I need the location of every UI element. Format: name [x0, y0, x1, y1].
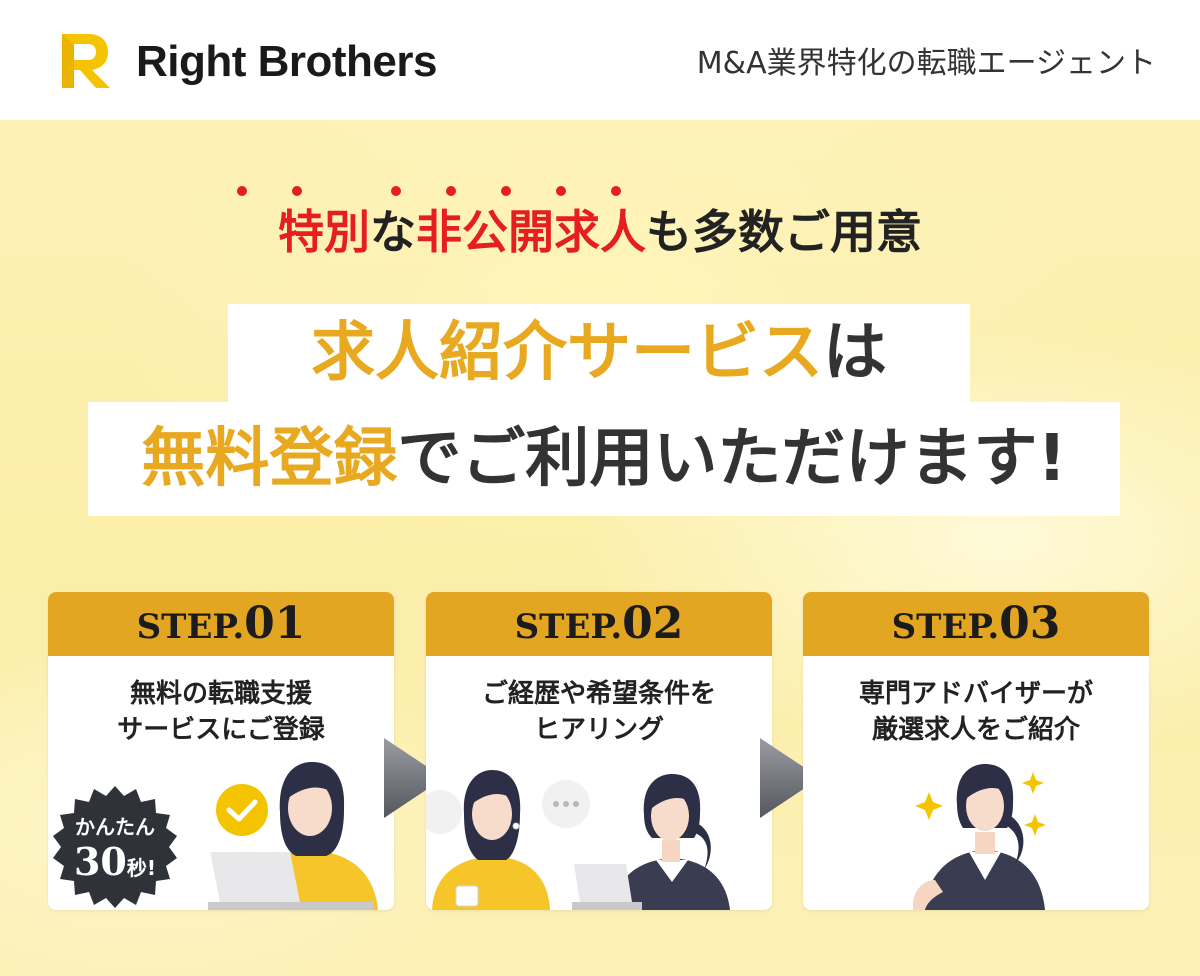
check-icon	[216, 784, 268, 836]
step-header: STEP.02	[426, 592, 772, 656]
emphasis-dot	[391, 186, 401, 196]
emphasis-dot	[446, 186, 456, 196]
step-card-02: STEP.02 ご経歴や希望条件を ヒアリング	[426, 592, 772, 910]
step-number: 03	[999, 598, 1061, 649]
service-suffix: は	[823, 316, 887, 390]
headline-part: 特別	[278, 205, 370, 259]
headline-free-registration-line: 無料登録でご利用いただけます!	[88, 402, 1120, 516]
free-registration-suffix: でご利用いただけます!	[397, 422, 1067, 496]
step-number: 02	[622, 598, 684, 649]
emphasis-dot	[556, 186, 566, 196]
interview-illustration	[426, 770, 730, 910]
step-label: STEP.	[136, 607, 245, 647]
step-arrow-icon	[384, 738, 444, 818]
badge-30-seconds-icon	[53, 786, 177, 908]
step-text-line: 専門アドバイザーが	[858, 679, 1093, 709]
badge-text-seconds: 30秒!	[52, 840, 178, 892]
badge-number: 30	[73, 839, 127, 884]
step-label: STEP.	[891, 607, 1000, 647]
step-description: ご経歴や希望条件を ヒアリング	[426, 676, 772, 748]
right-brothers-logo-icon[interactable]	[58, 30, 114, 90]
badge-text-easy: かんたん	[75, 815, 155, 839]
emphasis-dot	[237, 186, 247, 196]
sparkle-icon	[1022, 772, 1044, 794]
step-arrow-icon	[760, 738, 820, 818]
headline-band-bottom	[88, 402, 1120, 516]
step-text-line: 厳選求人をご紹介	[871, 715, 1080, 745]
headline-band-top	[228, 304, 970, 402]
step-card-01: STEP.01 無料の転職支援 サービスにご登録	[48, 592, 394, 910]
headline-non-public-jobs: 特別な非公開求人も多数ご用意	[0, 192, 1200, 272]
step-text-line: 無料の転職支援	[129, 679, 312, 709]
emphasis-dot	[611, 186, 621, 196]
headline-part: 非公開求人	[416, 205, 646, 259]
step-text-line: ヒアリング	[533, 715, 664, 745]
service-name: 求人紹介サービス	[311, 316, 823, 390]
step-description: 専門アドバイザーが 厳選求人をご紹介	[803, 676, 1149, 748]
emphasis-dots	[0, 186, 1200, 200]
free-registration: 無料登録	[141, 422, 398, 496]
step-label: STEP.	[514, 607, 623, 647]
step-header: STEP.03	[803, 592, 1149, 656]
advisor-illustration	[913, 764, 1046, 910]
step-header: STEP.01	[48, 592, 394, 656]
brand-name[interactable]: Right Brothers	[136, 37, 438, 86]
sparkle-icon	[1024, 814, 1046, 836]
step-number: 01	[244, 598, 306, 649]
step-text-line: サービスにご登録	[117, 715, 325, 745]
headline-part: も多数ご用意	[646, 205, 922, 259]
step-description: 無料の転職支援 サービスにご登録	[48, 676, 394, 748]
sparkle-icon	[915, 792, 943, 820]
site-header: Right Brothers M&A業界特化の転職エージェント	[0, 0, 1200, 120]
emphasis-dot	[292, 186, 302, 196]
step-card-03: STEP.03 専門アドバイザーが 厳選求人をご紹介	[803, 592, 1149, 910]
header-tagline: M&A業界特化の転職エージェント	[696, 46, 1156, 81]
woman-laptop-illustration	[208, 762, 378, 910]
headline-part: な	[370, 205, 416, 259]
headline-service-line: 求人紹介サービスは	[228, 304, 970, 402]
emphasis-dot	[501, 186, 511, 196]
step-text-line: ご経歴や希望条件を	[481, 679, 716, 709]
badge-unit: 秒!	[126, 856, 156, 880]
